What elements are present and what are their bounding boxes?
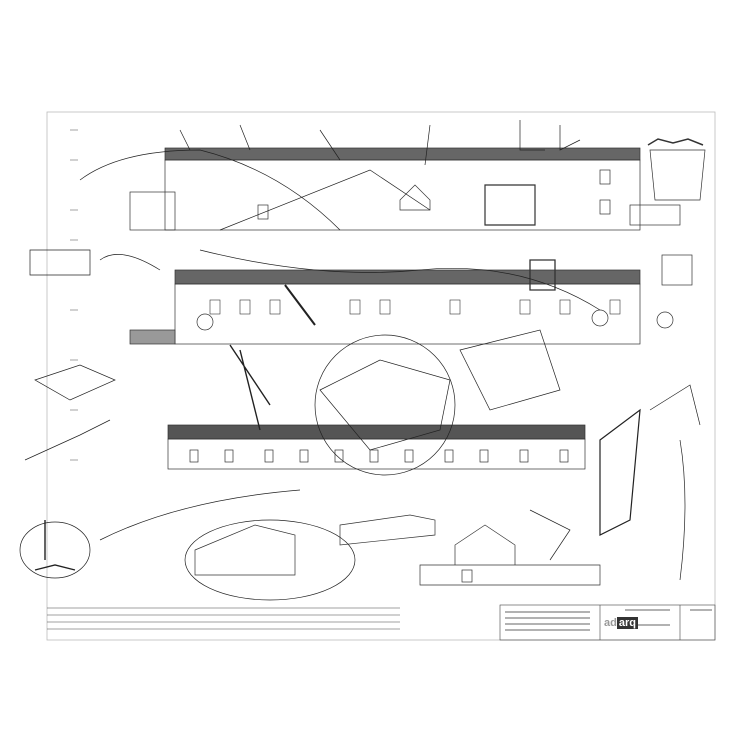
lower-elevation [167, 424, 601, 586]
middle-elevation [129, 254, 693, 345]
level-marks [70, 129, 78, 461]
upper-elevation [129, 138, 706, 231]
sketch-strokes [19, 120, 701, 601]
title-block [47, 604, 716, 641]
